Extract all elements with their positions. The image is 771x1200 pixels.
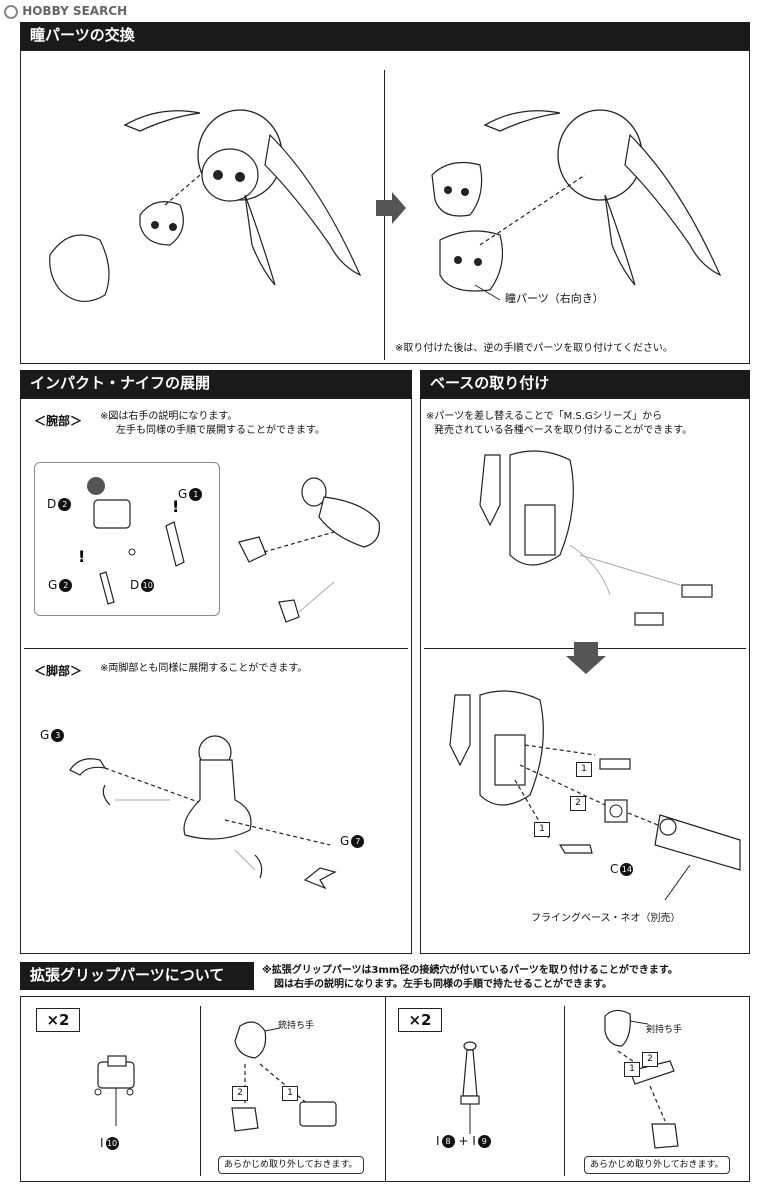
remove-note-left: あらかじめ取り外しておきます。 — [218, 1156, 364, 1174]
section-base-frame — [420, 398, 750, 954]
leg-illustration — [69, 735, 337, 890]
section-grip-title: 拡張グリップパーツについて — [20, 962, 254, 990]
base-step-1-box: 1 — [576, 762, 592, 777]
sword-hand-illustration — [604, 1009, 679, 1149]
base-step-2-box: 2 — [570, 796, 586, 811]
remove-note-right: あらかじめ取り外しておきます。 — [584, 1156, 730, 1174]
grip-note-2: 図は右手の説明になります。左手も同様の手順で持たせることができます。 — [274, 979, 612, 990]
section-knife-frame — [20, 398, 412, 954]
eye-before-illustration — [49, 109, 362, 302]
arm-illustration: ! ! — [78, 477, 381, 623]
grip-note-1: ※拡張グリップパーツは3mm径の接続穴が付いているパーツを取り付けることができま… — [262, 965, 678, 976]
grip-step-b2-box: 2 — [642, 1052, 658, 1067]
base-before-illustration — [479, 450, 713, 626]
base-note-2: 発売されている各種ベースを取り付けることができます。 — [434, 425, 693, 436]
eye-after-illustration — [431, 109, 722, 301]
svg-text:!: ! — [172, 497, 179, 516]
section-eye-title-text: 瞳パーツの交換 — [30, 26, 135, 44]
eye-note: ※取り付けた後は、逆の手順でパーツを取り付けてください。 — [395, 343, 673, 354]
arm-note-1: ※図は右手の説明になります。 — [100, 411, 238, 422]
base-after-illustration — [449, 690, 741, 901]
arm-note-2: 左手も同様の手順で展開することができます。 — [116, 425, 325, 436]
base-note-1: ※パーツを差し替えることで「M.S.Gシリーズ」から — [426, 411, 663, 422]
gun-hand-label: 銃持ち手 — [278, 1021, 315, 1031]
watermark: HOBBY SEARCH — [4, 4, 127, 19]
grip-step-a2-box: 2 — [232, 1086, 248, 1101]
grip-qty-right: ×2 — [398, 1008, 442, 1032]
leg-label: ＜脚部＞ — [34, 664, 83, 678]
gun-hand-illustration — [231, 1021, 337, 1132]
grip-divider-2 — [385, 996, 386, 1182]
grip-step-b1-box: 1 — [624, 1062, 640, 1077]
watermark-logo-icon — [4, 4, 18, 19]
eye-step-arrow-icon — [376, 192, 406, 224]
arm-label: ＜腕部＞ — [34, 414, 83, 428]
base-step-1b-box: 1 — [534, 822, 550, 837]
leg-note: ※両脚部とも同様に展開することができます。 — [100, 663, 308, 674]
section-base-title: ベースの取り付け — [420, 370, 750, 398]
svg-text:!: ! — [78, 547, 85, 566]
section-base-title-text: ベースの取り付け — [430, 374, 550, 392]
grip-step-a1-box: 1 — [282, 1086, 298, 1101]
base-step-arrow-icon — [566, 642, 606, 674]
section-eye-title: 瞳パーツの交換 — [20, 22, 750, 50]
watermark-text: HOBBY SEARCH — [22, 4, 128, 18]
section-eye-frame — [20, 50, 750, 364]
sword-hand-label: 剣持ち手 — [646, 1025, 683, 1035]
grip-divider-1 — [200, 1006, 201, 1176]
eye-part-label: 瞳パーツ（右向き） — [505, 292, 604, 305]
section-knife-title-text: インパクト・ナイフの展開 — [30, 374, 211, 392]
section-grip-title-text: 拡張グリップパーツについて — [30, 966, 225, 984]
grip-stick-illustration — [460, 1041, 480, 1134]
flying-base-label: フライングベース・ネオ（別売） — [531, 913, 681, 924]
knife-divider — [24, 648, 408, 649]
section-knife-title: インパクト・ナイフの展開 — [20, 370, 412, 398]
grip-part-i10-illustration — [94, 1055, 135, 1126]
grip-qty-left: ×2 — [36, 1008, 80, 1032]
arm-inset-box — [34, 462, 220, 616]
grip-divider-3 — [564, 1006, 565, 1176]
